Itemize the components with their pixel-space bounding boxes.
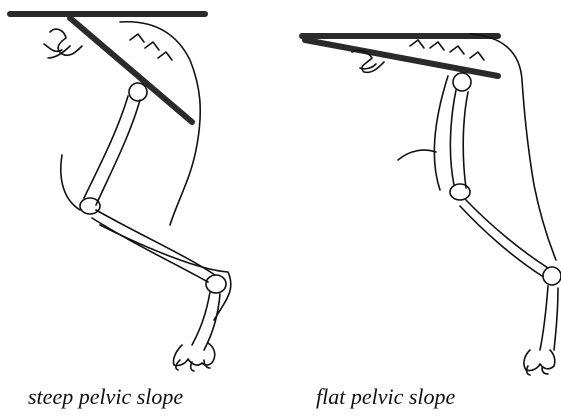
right-panel-drawing bbox=[302, 34, 561, 375]
right-hip-joint bbox=[453, 73, 471, 91]
right-paw bbox=[524, 350, 555, 371]
left-thigh-front bbox=[61, 155, 80, 210]
left-pelvic-slope-line bbox=[70, 18, 192, 122]
left-paw bbox=[173, 343, 214, 366]
left-spine-vertebrae bbox=[130, 34, 172, 60]
right-knee bbox=[450, 184, 470, 200]
right-femur bbox=[450, 90, 468, 188]
left-hock bbox=[206, 275, 226, 293]
right-thigh-front bbox=[398, 76, 448, 190]
caption-steep-pelvic-slope: steep pelvic slope bbox=[28, 384, 183, 410]
right-hock bbox=[543, 267, 561, 285]
right-body-outline bbox=[470, 34, 556, 260]
left-tail-root bbox=[44, 29, 82, 58]
left-tibia bbox=[92, 210, 215, 282]
left-femur bbox=[84, 96, 140, 205]
caption-flat-pelvic-slope: flat pelvic slope bbox=[316, 384, 455, 410]
left-knee bbox=[80, 198, 100, 214]
right-spine-vertebrae bbox=[410, 40, 484, 60]
right-pelvic-slope-line bbox=[305, 40, 498, 76]
left-metatarsals bbox=[192, 292, 220, 350]
left-hip-joint bbox=[129, 83, 147, 101]
right-metatarsals bbox=[540, 286, 558, 350]
right-tibia bbox=[460, 200, 548, 276]
left-panel-drawing bbox=[10, 14, 231, 371]
